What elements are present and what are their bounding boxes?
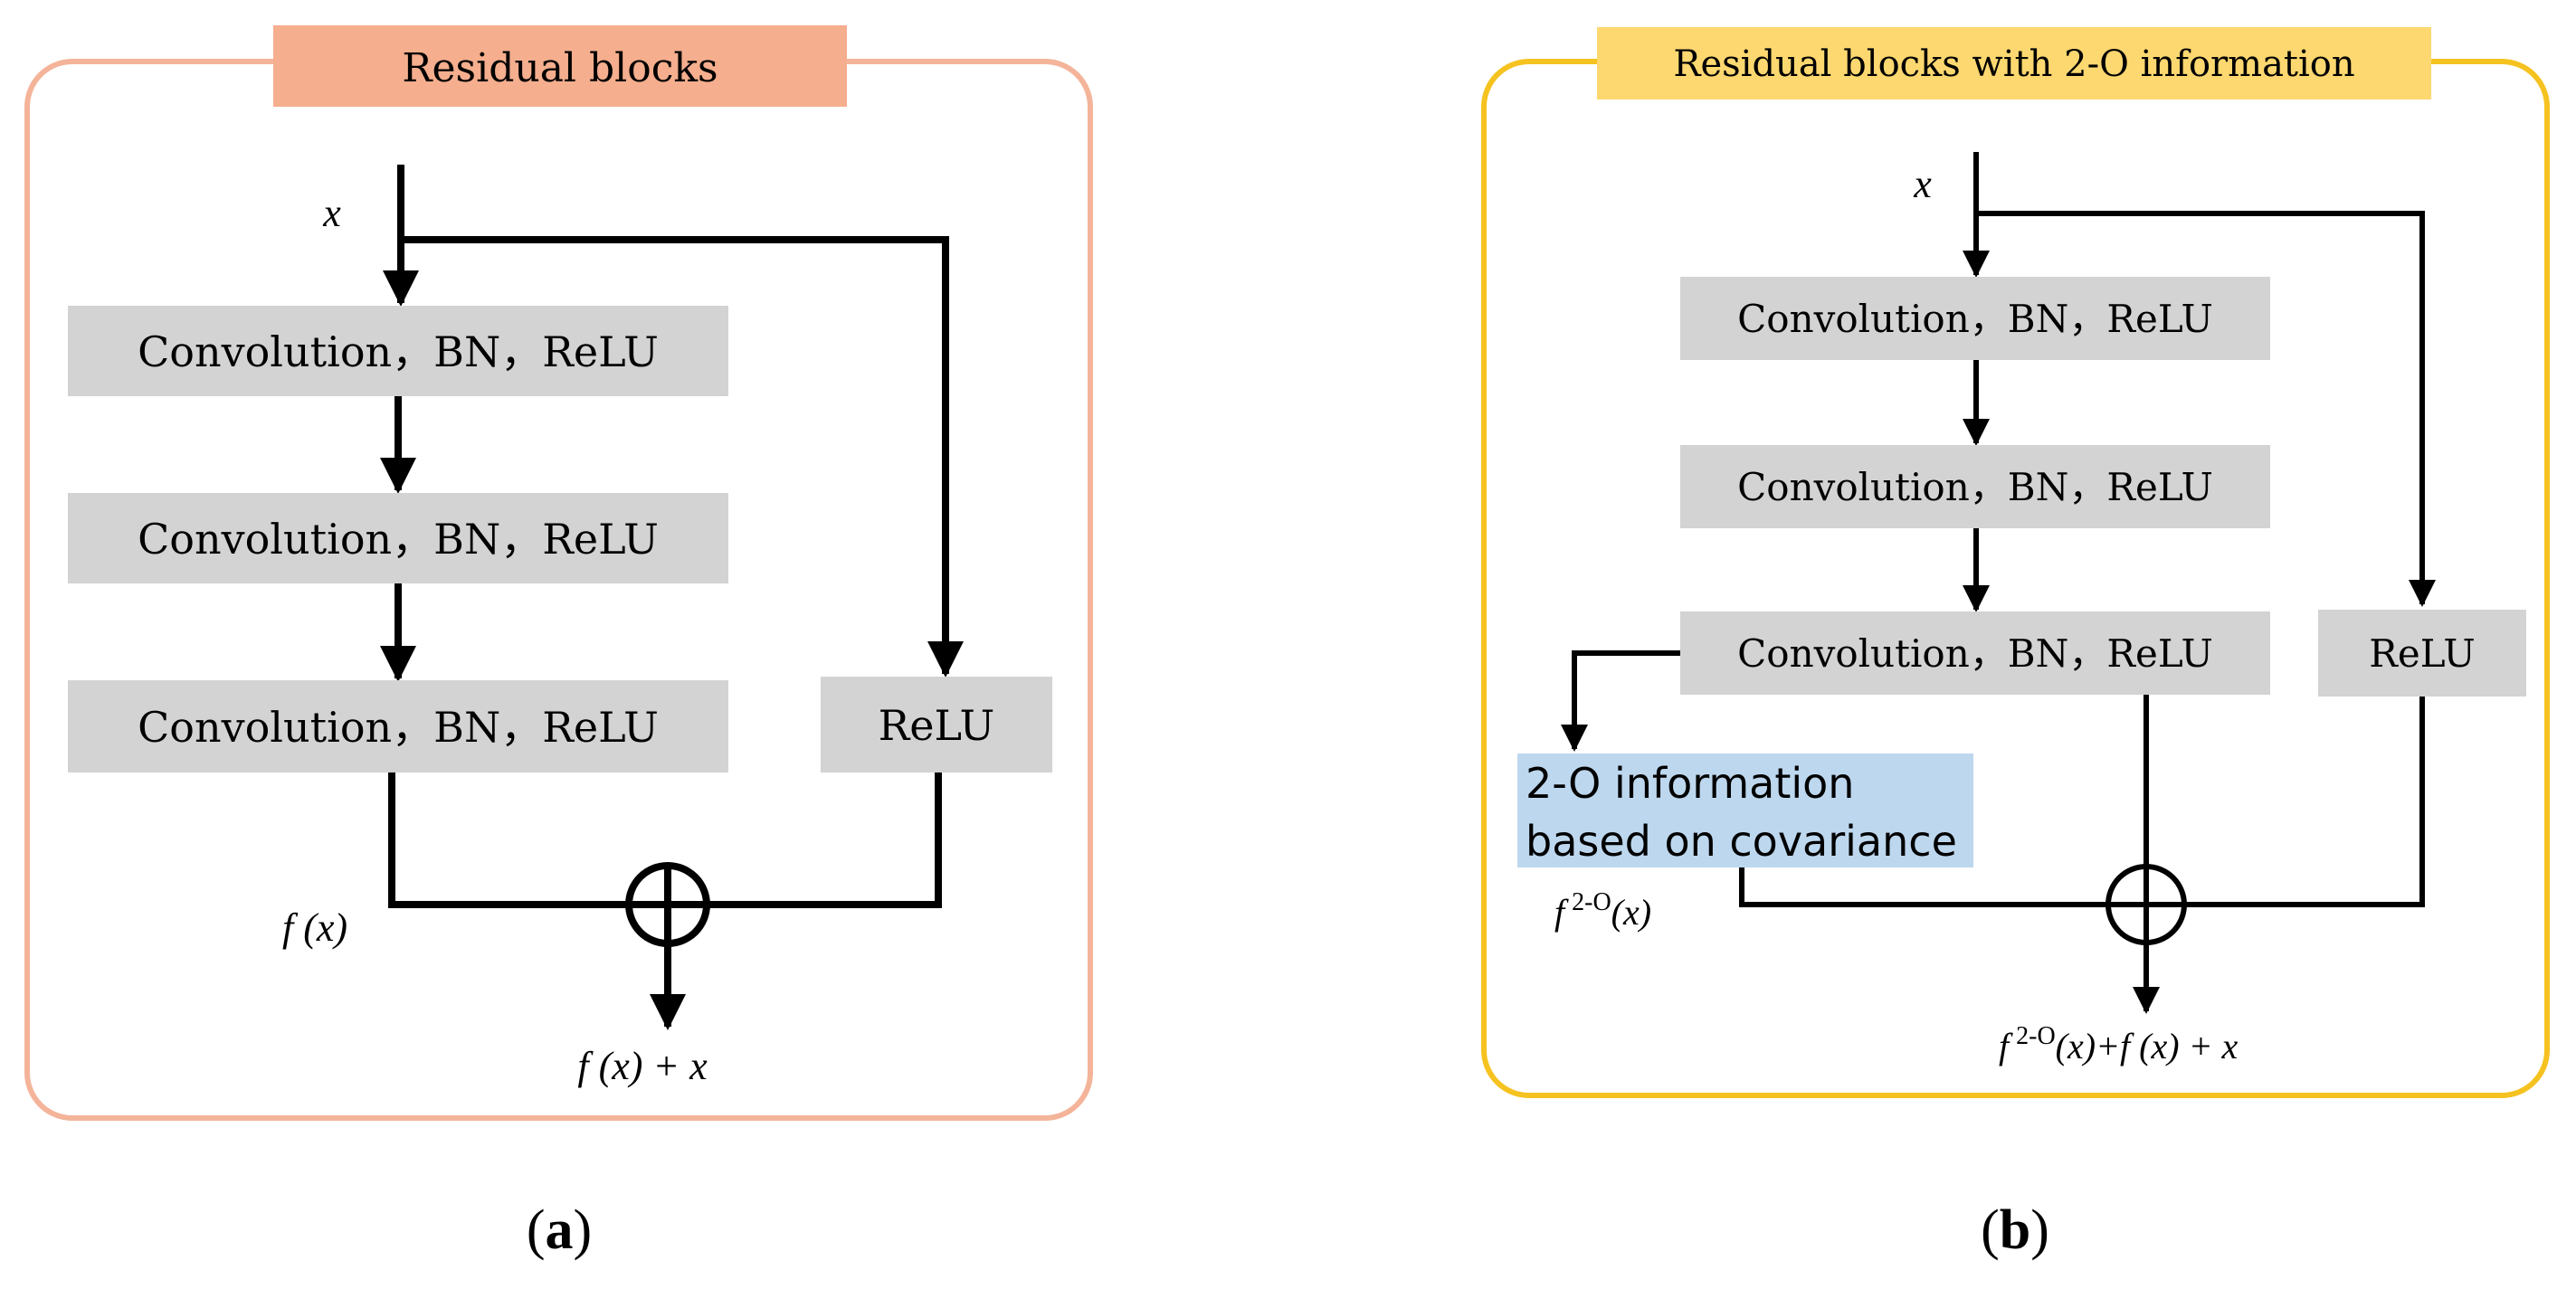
panel-b-conv-block-1 xyxy=(1680,277,2270,360)
panel-b: Residual blocks with 2-O information x C… xyxy=(1481,27,2550,1261)
panel-b-info-line-2: based on covariance xyxy=(1526,817,1957,866)
panel-a-title: Residual blocks xyxy=(402,45,718,91)
panel-b-conv-block-3-label: Convolution，BN，ReLU xyxy=(1737,631,2213,676)
panel-a-residual-label: f (x) xyxy=(282,905,347,950)
panel-a-relu-block-label: ReLU xyxy=(879,701,995,750)
panel-b-info-block xyxy=(1517,753,1973,867)
panel-b-frame xyxy=(1481,59,2550,1098)
panel-a-conv-block-1 xyxy=(68,306,728,396)
panel-b-conv-block-2 xyxy=(1680,445,2270,528)
panel-a-conv-block-3 xyxy=(68,680,728,772)
panel-b-conv-block-1-label: Convolution，BN，ReLU xyxy=(1737,297,2213,341)
panel-a-skip-connection xyxy=(401,236,964,678)
panel-a-relu-path xyxy=(707,772,942,908)
panel-a-conv-block-3-label: Convolution，BN，ReLU xyxy=(138,703,659,752)
panel-b-title-box xyxy=(1597,27,2431,100)
panel-a-frame xyxy=(24,59,1093,1121)
panel-b-relu-path xyxy=(2184,697,2425,907)
panel-b-input-label: x xyxy=(1913,162,1932,206)
panel-a-caption: (a) xyxy=(527,1199,592,1261)
panel-a-input-label: x xyxy=(322,191,341,235)
panel-b-skip-connection xyxy=(1976,211,2436,607)
panel-a-title-box xyxy=(273,25,847,107)
panel-b-info-line-1: 2-O information xyxy=(1526,759,1854,808)
panel-b-title: Residual blocks with 2-O information xyxy=(1673,43,2354,85)
panel-b-sum-node xyxy=(2105,864,2187,945)
panel-a-sum-node xyxy=(625,862,710,947)
panel-b-info-branch xyxy=(1561,650,1680,752)
panel-b-caption: (b) xyxy=(1981,1199,2049,1261)
panel-a-conv-block-2-label: Convolution，BN，ReLU xyxy=(138,515,659,564)
panel-b-f2o-path xyxy=(1739,867,2108,907)
panel-b-relu-block-label: ReLU xyxy=(2369,631,2475,676)
panel-a-relu-block xyxy=(821,677,1052,772)
panel-a: Residual blocks x Convolution，BN，ReLU Co… xyxy=(24,25,1093,1261)
panel-b-conv-block-3 xyxy=(1680,611,2270,695)
panel-b-relu-block xyxy=(2318,610,2526,697)
panel-a-output-label: f (x) + x xyxy=(577,1044,708,1088)
panel-a-residual-path xyxy=(388,772,629,908)
panel-a-conv-block-1-label: Convolution，BN，ReLU xyxy=(138,327,659,376)
panel-b-conv-block-2-label: Convolution，BN，ReLU xyxy=(1737,465,2213,509)
panel-a-conv-block-2 xyxy=(68,493,728,583)
